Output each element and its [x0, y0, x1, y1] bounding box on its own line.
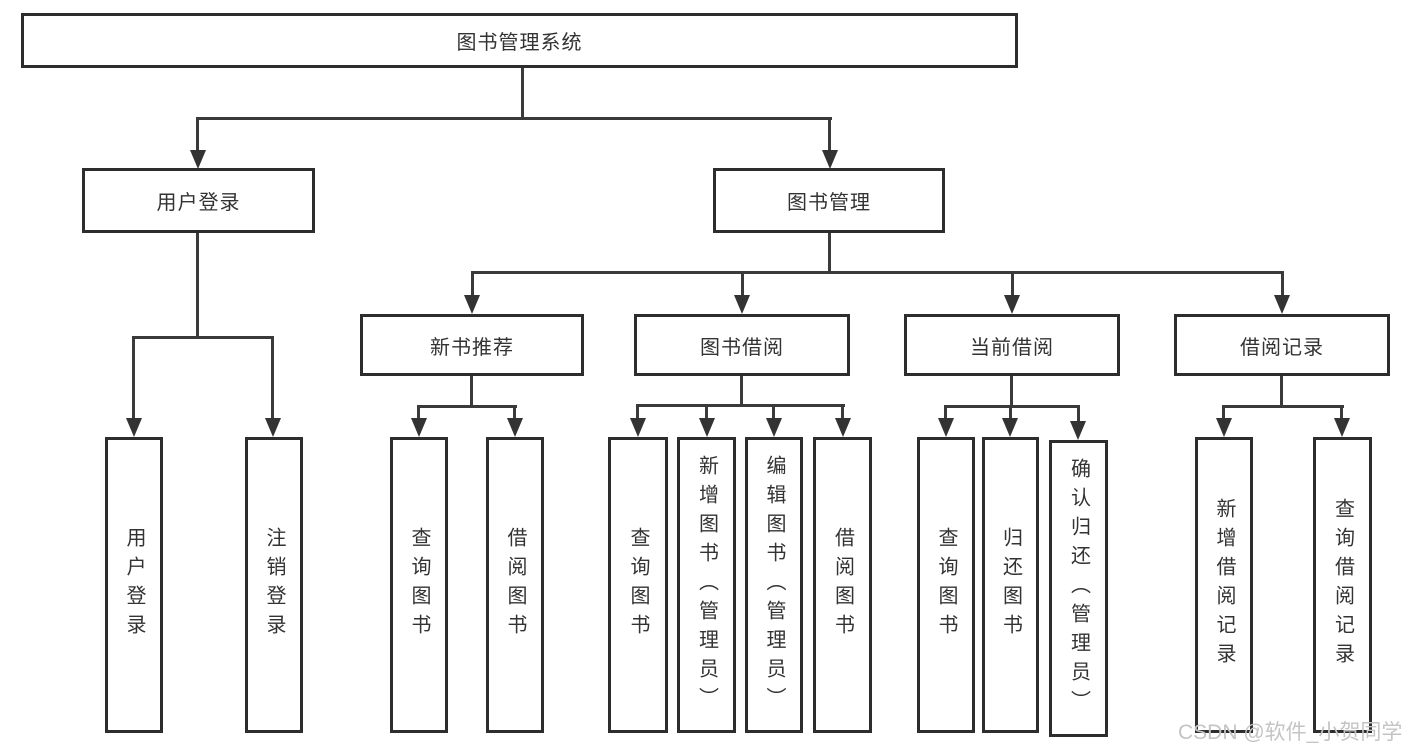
connector-rail: [636, 404, 845, 407]
arrow-down-icon: [1004, 295, 1020, 314]
connector-drop: [705, 404, 708, 419]
node-current-borrowing: 当前借阅: [904, 314, 1120, 376]
node-query-books-recommend: 查询图书: [390, 437, 448, 733]
connector-drop: [636, 404, 639, 419]
connector-user-login-stem: [196, 233, 199, 336]
arrow-down-icon: [1002, 418, 1018, 437]
node-label: 新增借阅记录: [1213, 498, 1235, 672]
arrow-down-icon: [938, 418, 954, 437]
connector-drop: [132, 336, 135, 420]
connector-stem: [740, 376, 743, 406]
arrow-down-icon: [190, 150, 206, 169]
connector-user-login-drop: [196, 117, 199, 151]
arrow-down-icon: [411, 418, 427, 437]
connector-stem: [1280, 376, 1283, 407]
arrow-down-icon: [822, 150, 838, 169]
arrow-down-icon: [265, 418, 281, 437]
arrow-down-icon: [1070, 421, 1086, 440]
connector-stem: [1010, 376, 1013, 407]
arrow-down-icon: [734, 295, 750, 314]
arrow-down-icon: [126, 418, 142, 437]
connector-drop: [772, 404, 775, 419]
node-new-book-recommendation: 新书推荐: [360, 314, 584, 376]
node-borrowing-records: 借阅记录: [1174, 314, 1390, 376]
node-library-management-system: 图书管理系统: [21, 13, 1018, 68]
arrow-down-icon: [1274, 295, 1290, 314]
node-label: 新增图书（管理员）: [695, 454, 718, 716]
node-query-books-current: 查询图书: [917, 437, 975, 733]
connector-drop: [841, 404, 844, 419]
arrow-down-icon: [699, 418, 715, 437]
node-label: 用户登录: [156, 192, 241, 214]
arrow-down-icon: [464, 295, 480, 314]
connector-drop: [1222, 405, 1225, 419]
node-logout: 注销登录: [245, 437, 303, 733]
watermark: CSDN @软件_小贺同学: [1178, 721, 1403, 744]
node-book-management: 图书管理: [713, 168, 945, 233]
connector-drop: [471, 271, 474, 296]
node-borrow-books-recommend: 借阅图书: [486, 437, 544, 733]
connector-rail: [1222, 405, 1344, 408]
node-add-borrow-record: 新增借阅记录: [1195, 437, 1253, 733]
connector-stem: [470, 376, 473, 408]
node-label: 用户登录: [123, 527, 145, 643]
node-label: 查询图书: [627, 527, 649, 643]
node-label: 当前借阅: [970, 336, 1054, 359]
node-add-books-admin: 新增图书（管理员）: [677, 437, 736, 733]
node-book-borrowing: 图书借阅: [634, 314, 850, 376]
node-label: 图书借阅: [700, 336, 784, 359]
connector-drop: [741, 271, 744, 296]
node-label: 归还图书: [999, 527, 1022, 643]
node-label: 借阅图书: [831, 527, 854, 643]
node-label: 借阅图书: [504, 527, 526, 643]
connector-book-management-stem: [828, 233, 831, 273]
node-label: 查询图书: [408, 527, 430, 643]
node-label: 确认归还（管理员）: [1067, 458, 1090, 719]
node-label: 编辑图书（管理员）: [763, 454, 785, 716]
connector-drop: [513, 405, 516, 419]
arrow-down-icon: [835, 418, 851, 437]
connector-rail: [944, 405, 1080, 408]
connector-book-management-drop: [828, 117, 831, 151]
connector-user-login-rail: [132, 336, 274, 339]
node-query-borrow-record: 查询借阅记录: [1313, 437, 1372, 733]
node-borrow-books: 借阅图书: [813, 437, 872, 733]
arrow-down-icon: [630, 418, 646, 437]
node-label: 新书推荐: [430, 336, 514, 359]
connector-drop: [1281, 271, 1284, 296]
node-label: 注销登录: [263, 527, 285, 643]
node-edit-books-admin: 编辑图书（管理员）: [745, 437, 803, 733]
node-query-books-borrowing: 查询图书: [608, 437, 668, 733]
node-label: 图书管理: [787, 192, 871, 214]
arrow-down-icon: [507, 418, 523, 437]
node-label: 查询图书: [935, 527, 957, 643]
node-label: 图书管理系统: [456, 32, 583, 54]
arrow-down-icon: [766, 418, 782, 437]
connector-drop: [1009, 405, 1012, 419]
connector-level2-rail: [196, 117, 832, 120]
node-user-login-leaf: 用户登录: [105, 437, 163, 733]
connector-root-stem: [521, 68, 524, 118]
connector-level3-rail: [471, 271, 1284, 274]
connector-drop: [1011, 271, 1014, 296]
connector-drop: [417, 405, 420, 419]
node-label: 借阅记录: [1240, 336, 1324, 359]
connector-drop: [944, 405, 947, 419]
connector-drop: [1077, 405, 1080, 422]
arrow-down-icon: [1334, 418, 1350, 437]
node-confirm-return-admin: 确认归还（管理员）: [1049, 440, 1108, 737]
node-user-login: 用户登录: [82, 168, 315, 233]
connector-rail: [417, 405, 517, 408]
node-label: 查询借阅记录: [1331, 498, 1354, 672]
connector-drop: [1340, 405, 1343, 419]
arrow-down-icon: [1216, 418, 1232, 437]
connector-drop: [271, 336, 274, 420]
node-return-books: 归还图书: [982, 437, 1039, 733]
